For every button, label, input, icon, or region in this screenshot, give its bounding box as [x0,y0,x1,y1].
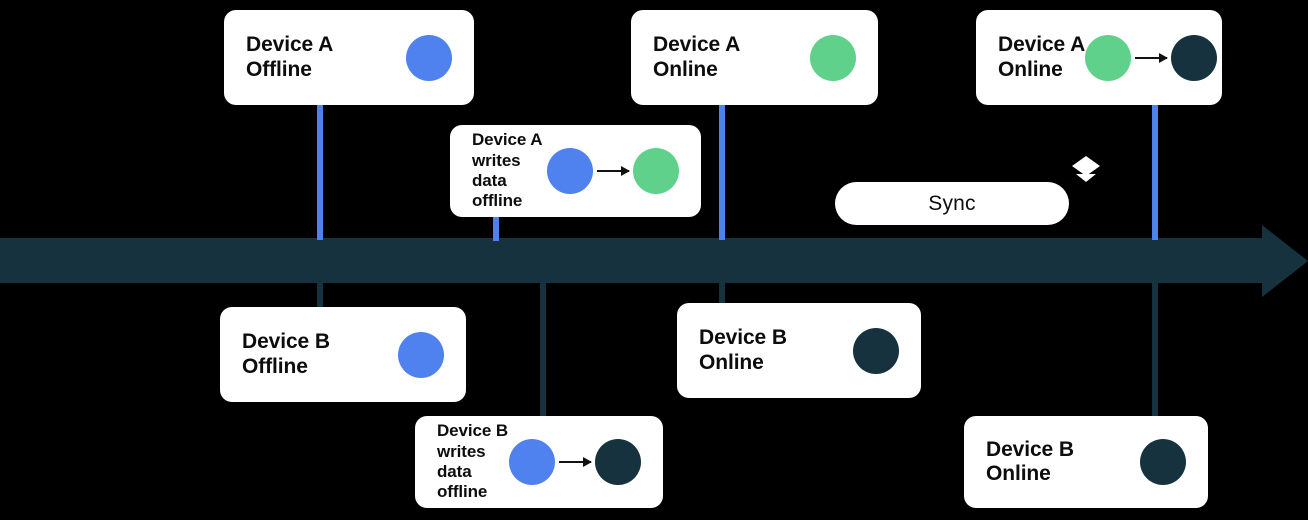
status-dot-blue [547,148,593,194]
connector-device-a-writes [493,213,499,241]
card-visual [547,148,679,194]
card-visual [810,34,856,81]
timeline-bar [0,238,1262,283]
card-visual [853,327,899,374]
card-device-a-offline[interactable]: Device A Offline [224,10,474,105]
card-device-b-offline[interactable]: Device B Offline [220,307,466,402]
connector-device-b-writes [540,280,546,420]
status-dot-blue [509,439,555,485]
sync-label: Sync [928,191,976,215]
status-dot-navy [1171,34,1218,81]
arrow-icon [559,457,592,467]
card-visual [1140,439,1186,485]
card-label: Device B writes data offline [437,421,509,502]
card-device-b-online[interactable]: Device B Online [677,303,921,398]
card-label: Device A Online [998,33,1086,81]
connector-device-a-online [719,100,725,240]
status-dot-green [810,34,856,81]
card-label: Device A writes data offline [472,130,543,211]
card-visual [509,439,641,485]
card-device-a-writes-data-offline[interactable]: Device A writes data offline [450,125,701,217]
connector-device-b-online-sync [1152,280,1158,420]
card-device-a-online-synced[interactable]: Device A Online [976,10,1222,105]
connector-device-b-online [719,280,725,307]
card-visual [398,331,444,378]
connector-device-b-offline [317,280,323,311]
status-dot-navy [1140,439,1186,485]
card-device-a-online[interactable]: Device A Online [631,10,878,105]
arrow-icon [1135,52,1169,63]
card-device-b-writes-data-offline[interactable]: Device B writes data offline [415,416,663,508]
status-dot-navy [853,327,899,374]
card-label: Device B Online [699,326,787,374]
status-dot-green [633,148,679,194]
layers-icon [1068,152,1104,188]
status-dot-green [1085,34,1132,81]
connector-device-a-offline [317,100,323,240]
card-visual [1085,34,1218,81]
sync-pill[interactable]: Sync [835,182,1069,225]
status-dot-navy [595,439,641,485]
timeline-arrowhead [1262,225,1308,297]
card-visual [406,34,452,81]
card-label: Device B Online [986,437,1074,485]
status-dot-blue [406,34,452,81]
status-dot-blue [398,331,444,378]
card-label: Device A Offline [246,33,334,81]
card-device-b-online-synced[interactable]: Device B Online [964,416,1208,508]
connector-device-a-online-sync [1152,100,1158,240]
card-label: Device A Online [653,33,741,81]
card-label: Device B Offline [242,330,330,378]
arrow-icon [597,166,630,176]
